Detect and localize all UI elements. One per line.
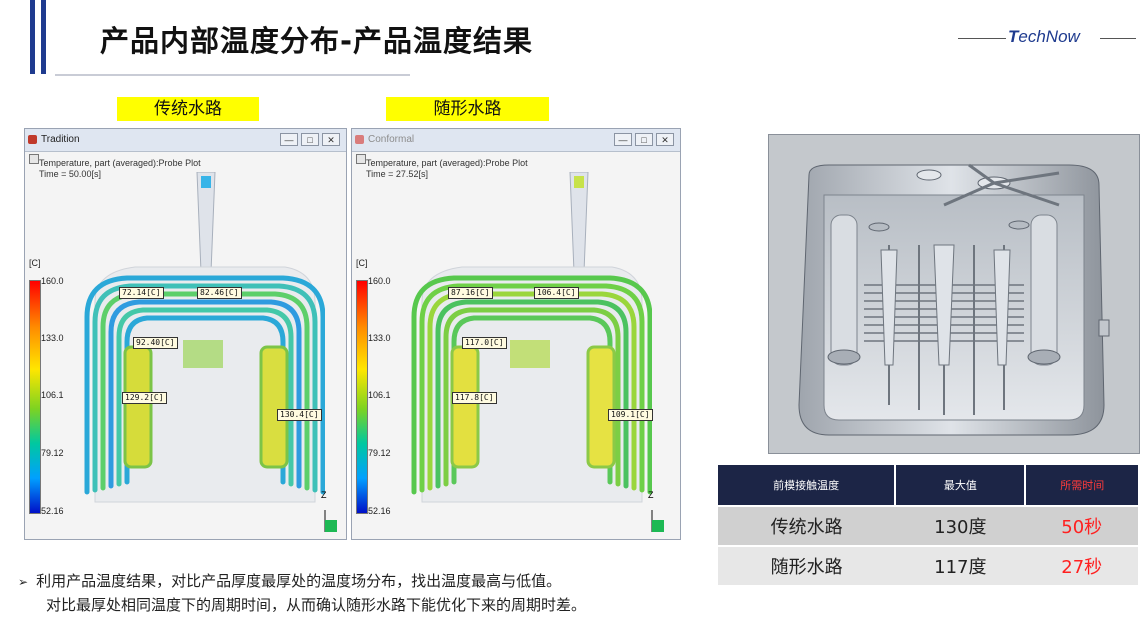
window-title: Conformal xyxy=(368,134,415,145)
probe-info: Temperature, part (averaged):Probe Plot … xyxy=(39,158,201,179)
scale-unit: [C] xyxy=(356,258,368,268)
scale-value: 160.0 xyxy=(41,276,64,286)
summary-note: ➢利用产品温度结果，对比产品厚度最厚处的温度场分布，找出温度最高与低值。 对比最… xyxy=(18,572,587,614)
window-tradition[interactable]: Tradition — □ ✕ Temperature, part (avera… xyxy=(24,128,347,540)
probe-label: 117.0[C] xyxy=(462,337,507,349)
label-conformal: 随形水路 xyxy=(386,97,549,121)
window-title-bar[interactable]: Tradition — □ ✕ xyxy=(25,129,346,152)
bullet-arrow-icon: ➢ xyxy=(18,575,29,589)
table-row: 传统水路 130度 50秒 xyxy=(718,505,1138,546)
plot-icon xyxy=(29,154,39,164)
table-cell: 50秒 xyxy=(1025,505,1138,546)
viewport-canvas[interactable]: Temperature, part (averaged):Probe Plot … xyxy=(25,152,346,540)
table-cell: 传统水路 xyxy=(718,505,896,546)
probe-label: 109.1[C] xyxy=(608,409,653,421)
probe-label: 72.14[C] xyxy=(119,287,164,299)
table-header: 最大值 xyxy=(895,465,1027,506)
maximize-button[interactable]: □ xyxy=(301,133,319,146)
part-3d-view xyxy=(768,134,1140,454)
axis-z-label: Z xyxy=(648,490,654,500)
title-accent-bar xyxy=(30,0,35,74)
minimize-button[interactable]: — xyxy=(614,133,632,146)
window-conformal[interactable]: Conformal — □ ✕ Temperature, part (avera… xyxy=(351,128,681,540)
title-accent-bar xyxy=(41,0,46,74)
probe-info: Temperature, part (averaged):Probe Plot … xyxy=(366,158,528,179)
scale-value: 106.1 xyxy=(368,390,391,400)
axis-triad-icon xyxy=(651,510,664,532)
probe-label: 130.4[C] xyxy=(277,409,322,421)
scale-value: 106.1 xyxy=(41,390,64,400)
table-header: 所需时间 xyxy=(1025,465,1138,506)
close-button[interactable]: ✕ xyxy=(656,133,674,146)
probe-label: 92.40[C] xyxy=(133,337,178,349)
probe-label: 117.8[C] xyxy=(452,392,497,404)
scale-value: 52.16 xyxy=(368,506,391,516)
table-cell: 117度 xyxy=(895,545,1026,585)
table-cell: 130度 xyxy=(895,505,1026,546)
table-cell: 随形水路 xyxy=(718,545,896,585)
scale-value: 133.0 xyxy=(41,333,64,343)
brand-rule-right xyxy=(1100,38,1136,39)
maximize-button[interactable]: □ xyxy=(635,133,653,146)
scale-value: 160.0 xyxy=(368,276,391,286)
window-title-bar[interactable]: Conformal — □ ✕ xyxy=(352,129,680,152)
axis-triad-icon xyxy=(324,510,337,532)
scale-unit: [C] xyxy=(29,258,41,268)
temperature-color-scale xyxy=(356,280,368,514)
scale-value: 79.12 xyxy=(41,448,64,458)
mold-cooling-model xyxy=(84,172,325,503)
scale-value: 79.12 xyxy=(368,448,391,458)
scale-value: 52.16 xyxy=(41,506,64,516)
window-title: Tradition xyxy=(41,134,80,145)
label-traditional: 传统水路 xyxy=(117,97,259,121)
scale-value: 133.0 xyxy=(368,333,391,343)
viewport-canvas[interactable]: Temperature, part (averaged):Probe Plot … xyxy=(352,152,680,540)
minimize-button[interactable]: — xyxy=(280,133,298,146)
mold-cooling-model xyxy=(411,172,652,503)
title-underline xyxy=(55,74,410,76)
temperature-color-scale xyxy=(29,280,41,514)
results-table: 前模接触温度 最大值 所需时间 传统水路 130度 50秒 随形水路 117度 … xyxy=(718,465,1138,585)
probe-label: 129.2[C] xyxy=(122,392,167,404)
table-row: 随形水路 117度 27秒 xyxy=(718,545,1138,585)
app-icon xyxy=(355,135,364,144)
probe-label: 82.46[C] xyxy=(197,287,242,299)
part-render xyxy=(798,163,1110,436)
table-header: 前模接触温度 xyxy=(718,465,897,506)
probe-label: 87.16[C] xyxy=(448,287,493,299)
table-cell: 27秒 xyxy=(1025,545,1138,585)
page-title: 产品内部温度分布-产品温度结果 xyxy=(100,24,534,58)
plot-icon xyxy=(356,154,366,164)
probe-label: 106.4[C] xyxy=(534,287,579,299)
brand-logo: TechNow xyxy=(1008,27,1080,46)
app-icon xyxy=(28,135,37,144)
axis-z-label: Z xyxy=(321,490,327,500)
brand-rule-left xyxy=(958,38,1006,39)
close-button[interactable]: ✕ xyxy=(322,133,340,146)
